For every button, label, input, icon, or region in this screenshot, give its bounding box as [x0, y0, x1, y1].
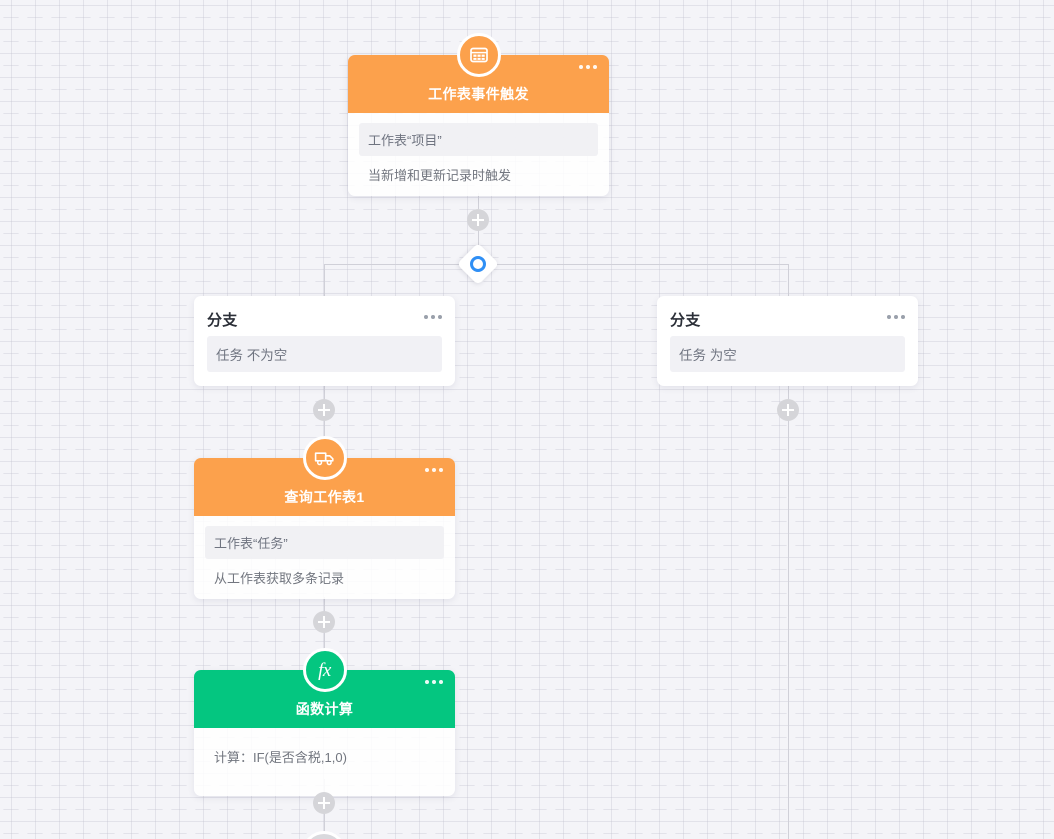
node-function-calc-body: 计算：IF(是否含税,1,0)	[194, 728, 455, 796]
dot	[901, 315, 905, 319]
add-step-button-after-trigger[interactable]	[467, 209, 489, 231]
more-options-icon[interactable]	[579, 65, 597, 69]
node-branch-left-header: 分支	[207, 309, 442, 333]
node-branch-left-condition[interactable]: 任务 不为空	[207, 336, 442, 372]
dot	[424, 315, 428, 319]
dot	[579, 65, 583, 69]
node-function-calc-expression[interactable]: 计算：IF(是否含税,1,0)	[214, 750, 347, 765]
dot	[425, 680, 429, 684]
node-query-worksheet-body: 工作表“任务” 从工作表获取多条记录	[194, 516, 455, 599]
node-query-worksheet-subtitle: 从工作表获取多条记录	[214, 571, 345, 586]
spacer	[670, 372, 905, 386]
dot	[432, 680, 436, 684]
truck-icon	[302, 436, 347, 480]
node-branch-right[interactable]: 分支 任务 为空	[657, 296, 918, 386]
worksheet-grid-icon	[456, 33, 501, 77]
node-branch-right-header: 分支	[670, 309, 905, 333]
add-step-button-branch-left[interactable]	[313, 399, 335, 421]
connector-branch-right-trail	[788, 385, 789, 839]
dot	[439, 680, 443, 684]
dot	[425, 468, 429, 472]
node-trigger-body: 工作表“项目” 当新增和更新记录时触发	[348, 113, 609, 196]
node-branch-right-title: 分支	[670, 312, 701, 329]
add-step-button-branch-right[interactable]	[777, 399, 799, 421]
dot	[894, 315, 898, 319]
node-branch-left-title: 分支	[207, 312, 238, 329]
node-trigger-worksheet-field[interactable]: 工作表“项目”	[359, 123, 598, 156]
node-branch-left[interactable]: 分支 任务 不为空	[194, 296, 455, 386]
fx-icon: fx	[302, 648, 347, 692]
spacer	[205, 768, 444, 784]
more-options-icon[interactable]	[425, 680, 443, 684]
connector-rail-to-branch-right	[788, 264, 789, 296]
node-next-badge-partial[interactable]	[302, 831, 346, 839]
dot	[887, 315, 891, 319]
node-function-calc[interactable]: fx 函数计算 计算：IF(是否含税,1,0)	[194, 648, 455, 796]
node-query-worksheet[interactable]: 查询工作表1 工作表“任务” 从工作表获取多条记录	[194, 436, 455, 599]
node-trigger-subtitle: 当新增和更新记录时触发	[368, 168, 512, 183]
node-branch-right-condition[interactable]: 任务 为空	[670, 336, 905, 372]
more-options-icon[interactable]	[887, 315, 905, 319]
dot	[586, 65, 590, 69]
node-function-calc-title: 函数计算	[295, 701, 354, 717]
connector-rail-to-branch-left	[324, 264, 325, 296]
dot	[438, 315, 442, 319]
fx-glyph: fx	[318, 659, 331, 681]
node-trigger-title: 工作表事件触发	[428, 86, 529, 102]
node-trigger[interactable]: 工作表事件触发 工作表“项目” 当新增和更新记录时触发	[348, 33, 609, 196]
node-query-worksheet-field[interactable]: 工作表“任务”	[205, 526, 444, 559]
dot	[431, 315, 435, 319]
dot	[432, 468, 436, 472]
dot	[439, 468, 443, 472]
add-step-button-after-query[interactable]	[313, 611, 335, 633]
spacer	[207, 372, 442, 386]
dot	[593, 65, 597, 69]
more-options-icon[interactable]	[424, 315, 442, 319]
branch-split-icon	[470, 256, 486, 272]
connector-branch-rail	[324, 264, 789, 265]
add-step-button-after-function[interactable]	[313, 792, 335, 814]
branch-split-node[interactable]	[456, 242, 500, 286]
node-query-worksheet-title: 查询工作表1	[284, 489, 365, 505]
more-options-icon[interactable]	[425, 468, 443, 472]
